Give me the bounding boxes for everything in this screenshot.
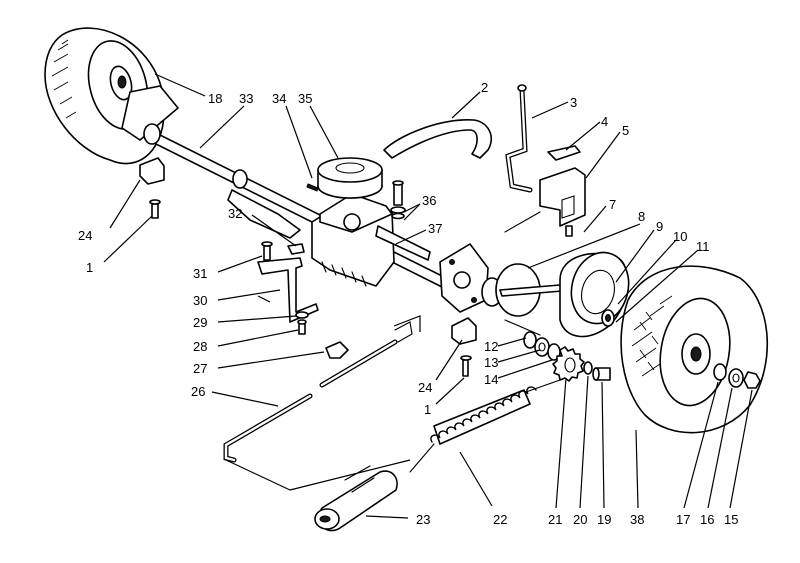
link-rod <box>223 321 413 491</box>
callout-28: 28 <box>193 339 207 354</box>
callout-10: 10 <box>673 229 687 244</box>
coil-spring <box>409 379 561 473</box>
control-rod <box>505 84 533 193</box>
callout-12: 12 <box>484 339 498 354</box>
callout-11: 11 <box>696 239 710 254</box>
callout-36: 36 <box>422 193 436 208</box>
callout-19: 19 <box>597 512 611 527</box>
pinion-gear <box>552 346 585 382</box>
belt-guard <box>383 119 492 159</box>
callout-32: 32 <box>228 206 242 221</box>
callout-8: 8 <box>638 209 645 224</box>
callout-37: 37 <box>428 221 442 236</box>
callout-9: 9 <box>656 219 663 234</box>
callout-20: 20 <box>573 512 587 527</box>
callout-1-right: 1 <box>424 402 431 417</box>
callout-24-left: 24 <box>78 228 92 243</box>
callout-18: 18 <box>208 91 222 106</box>
callout-29: 29 <box>193 315 207 330</box>
mount-bracket-left <box>139 157 165 219</box>
hub-washers <box>601 309 615 327</box>
callout-7: 7 <box>609 197 616 212</box>
callout-15: 15 <box>724 512 738 527</box>
callout-4: 4 <box>601 114 608 129</box>
callout-3: 3 <box>570 95 577 110</box>
callout-31: 31 <box>193 266 207 281</box>
callout-33: 33 <box>239 91 253 106</box>
pulley <box>306 157 383 199</box>
callout-16: 16 <box>700 512 714 527</box>
bolt-washers <box>390 180 406 220</box>
assembly-guides <box>257 295 421 491</box>
callout-labels: 1 1 2 3 4 5 7 8 9 10 11 12 13 14 15 16 1… <box>78 80 738 527</box>
callout-2: 2 <box>481 80 488 95</box>
callout-23: 23 <box>416 512 430 527</box>
transmission-gearbox <box>311 193 431 287</box>
small-clip <box>287 243 305 255</box>
wheel-right <box>620 265 768 434</box>
axle-bracket <box>227 189 301 239</box>
callout-17: 17 <box>676 512 690 527</box>
callout-38: 38 <box>630 512 644 527</box>
grip-handle <box>314 465 398 532</box>
callout-30: 30 <box>193 293 207 308</box>
callout-26: 26 <box>191 384 205 399</box>
callout-34: 34 <box>272 91 286 106</box>
flange-housing <box>439 243 503 313</box>
drive-cup <box>559 251 630 338</box>
callout-5: 5 <box>622 123 629 138</box>
callout-14: 14 <box>484 372 498 387</box>
gear-bolt <box>583 361 611 381</box>
bearing-washers <box>523 331 561 361</box>
callout-21: 21 <box>548 512 562 527</box>
callout-22: 22 <box>493 512 507 527</box>
callout-35: 35 <box>298 91 312 106</box>
rod-bracket <box>504 145 586 237</box>
leader-lines <box>103 73 753 519</box>
callout-1-left: 1 <box>86 260 93 275</box>
callout-13: 13 <box>484 355 498 370</box>
callout-24-right: 24 <box>418 380 432 395</box>
callout-27: 27 <box>193 361 207 376</box>
wheel-hardware <box>713 363 761 389</box>
clip-27 <box>325 341 349 359</box>
hub-plate <box>495 263 563 336</box>
support-bracket <box>257 241 319 335</box>
mount-bracket-right <box>451 317 477 377</box>
